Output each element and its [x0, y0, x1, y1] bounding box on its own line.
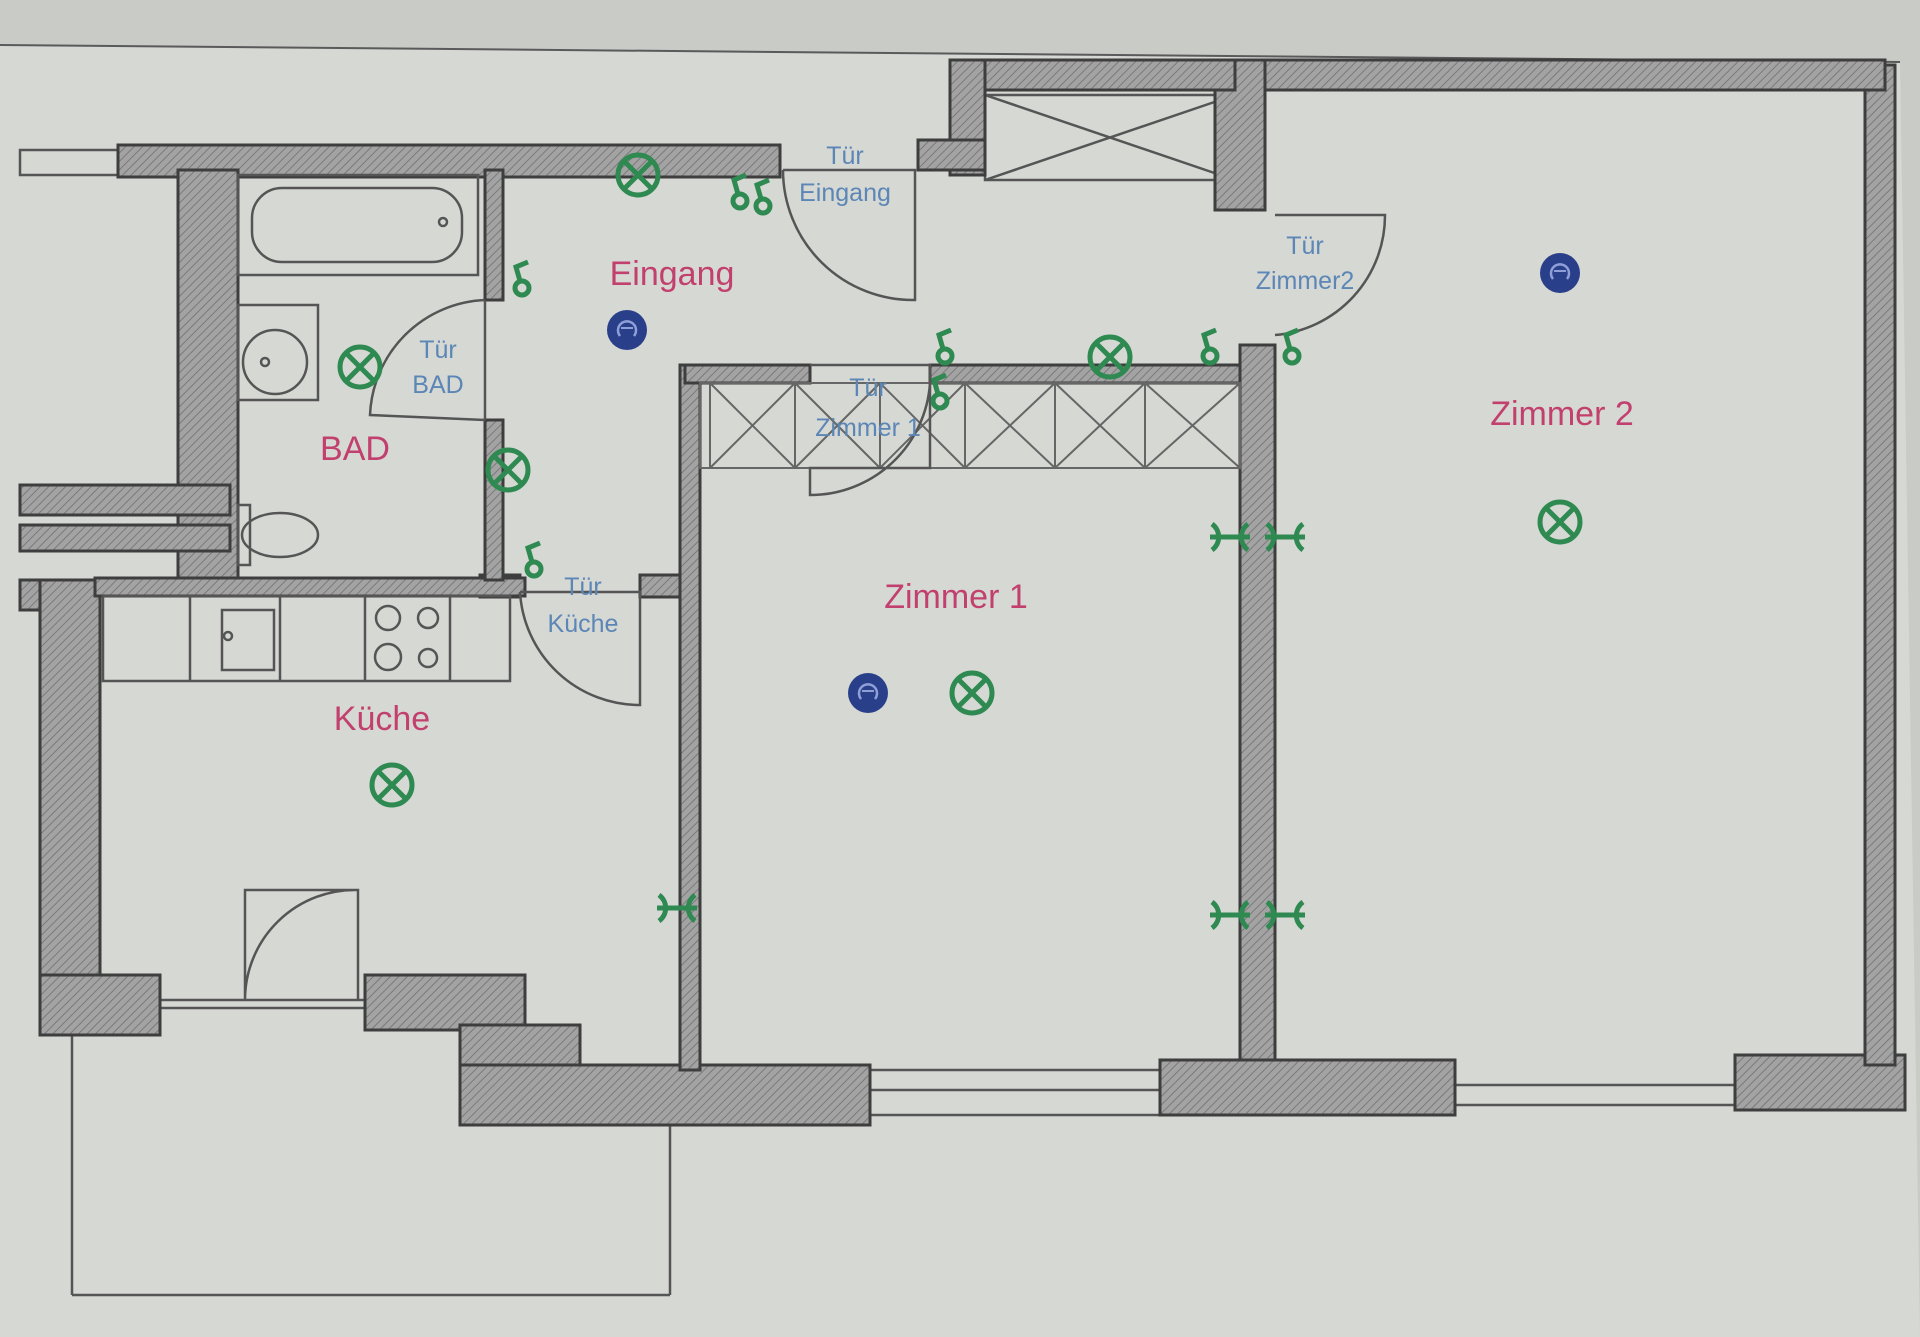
- room-label-bad: BAD: [320, 430, 390, 468]
- svg-text:Küche: Küche: [548, 610, 619, 638]
- door-swing-eingang: [781, 168, 917, 302]
- door-label-zimmer1: Tür Zimmer 1: [815, 374, 921, 442]
- room-label-zimmer2: Zimmer 2: [1490, 395, 1634, 433]
- door-swing-kueche: [518, 590, 642, 707]
- door-label-eingang: Tür Eingang: [799, 142, 891, 207]
- door-label-zimmer2: Tür Zimmer2: [1256, 232, 1355, 295]
- room-label-eingang: Eingang: [610, 255, 735, 293]
- bathtub: [236, 173, 480, 277]
- svg-text:Zimmer 1: Zimmer 1: [815, 414, 921, 442]
- svg-text:Eingang: Eingang: [799, 179, 891, 207]
- door-swing-zimmer2: [1274, 213, 1387, 337]
- svg-text:Tür: Tür: [419, 336, 457, 364]
- paper-sheet: [0, 44, 1920, 1337]
- svg-text:Zimmer2: Zimmer2: [1256, 267, 1355, 295]
- svg-text:Tür: Tür: [1286, 232, 1324, 260]
- door-swing-bad: [368, 298, 487, 422]
- kitchen-counter: [101, 594, 512, 683]
- svg-text:Tür: Tür: [564, 573, 602, 601]
- door-label-bad: Tür BAD: [412, 336, 463, 399]
- washbasin: [236, 303, 320, 402]
- svg-text:BAD: BAD: [412, 371, 463, 399]
- room-label-kueche: Küche: [334, 700, 430, 738]
- svg-text:Tür: Tür: [826, 142, 864, 170]
- door-swings: [243, 168, 1387, 1001]
- toilet: [236, 503, 320, 567]
- smoke-detector-icon: [846, 671, 890, 715]
- smoke-detector-icon: [1538, 251, 1582, 295]
- room-label-zimmer1: Zimmer 1: [884, 578, 1028, 616]
- svg-text:Tür: Tür: [849, 374, 887, 402]
- wardrobe: [699, 382, 1241, 469]
- door-label-kueche: Tür Küche: [548, 573, 619, 638]
- door-swing-zimmer1: [808, 363, 932, 497]
- door-swing-balkon: [243, 888, 360, 1001]
- smoke-detector-icon: [605, 308, 649, 352]
